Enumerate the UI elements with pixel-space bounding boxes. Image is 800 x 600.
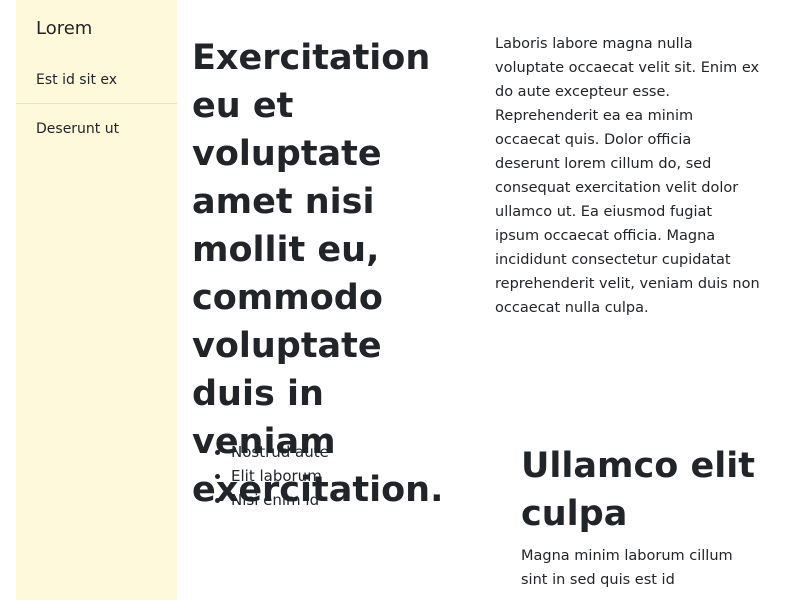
- sidebar-item-deserunt-ut[interactable]: Deserunt ut: [36, 121, 120, 137]
- bullet-list: Nostrud aute Elit laborum Nisi enim id: [212, 440, 431, 512]
- list-item: Nisi enim id: [231, 488, 431, 512]
- page-title: Exercitation eu et voluptate amet nisi m…: [192, 38, 444, 510]
- sidebar-brand[interactable]: Lorem: [36, 18, 93, 39]
- section-paragraph: Magna minim laborum cillum sint in sed q…: [521, 548, 733, 588]
- intro-paragraph: Laboris labore magna nulla voluptate occ…: [495, 36, 760, 316]
- section-heading: Ullamco elit culpa: [521, 446, 755, 534]
- list-item: Elit laborum: [231, 464, 431, 488]
- sidebar: Lorem Est id sit ex Deserunt ut: [16, 0, 177, 600]
- list-item: Nostrud aute: [231, 440, 431, 464]
- sidebar-item-est-id-sit-ex[interactable]: Est id sit ex: [16, 56, 177, 104]
